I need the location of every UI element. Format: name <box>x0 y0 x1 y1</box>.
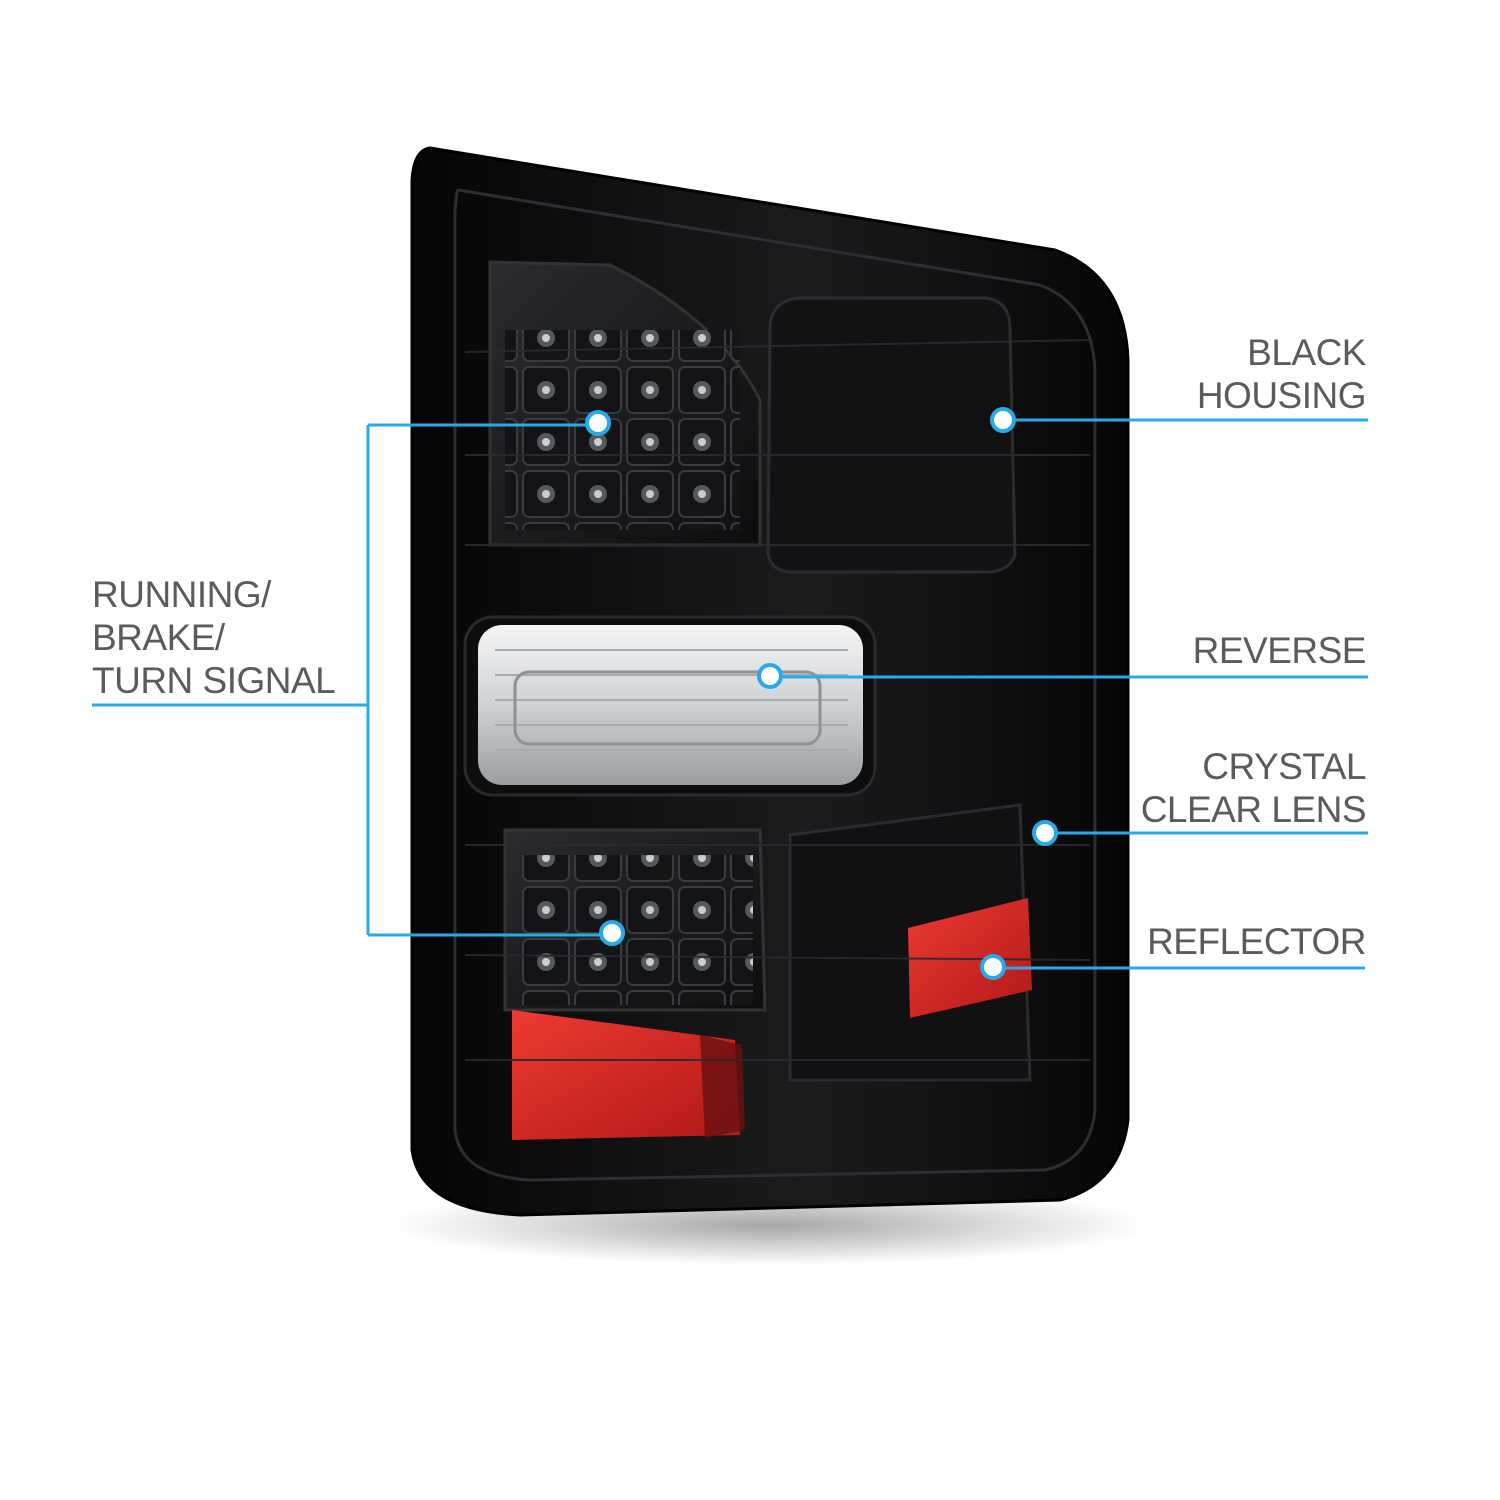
callout-dot-running-lower <box>599 920 625 946</box>
label-crystal-clear-lens: CRYSTAL CLEAR LENS <box>1140 745 1367 831</box>
label-line: BLACK <box>1247 332 1366 373</box>
callout-dot-running-upper <box>585 410 611 436</box>
label-line: BRAKE/ <box>92 617 225 658</box>
label-line: REFLECTOR <box>1147 921 1366 962</box>
callout-dot-reflector <box>980 954 1006 980</box>
reflector-small <box>908 898 1032 1018</box>
label-reflector: REFLECTOR <box>1147 920 1366 963</box>
label-line: CRYSTAL <box>1202 746 1366 787</box>
label-black-housing: BLACK HOUSING <box>1196 331 1367 417</box>
reflector-large <box>512 1010 740 1140</box>
leader-lines <box>92 418 1368 970</box>
callout-dot-reverse <box>757 663 783 689</box>
callout-dot-black-housing <box>990 407 1016 433</box>
callout-dot-crystal-clear-lens <box>1032 820 1058 846</box>
lower-led-array <box>518 855 753 1005</box>
label-line: HOUSING <box>1196 375 1367 416</box>
upper-led-array <box>505 330 740 530</box>
label-reverse: REVERSE <box>1192 629 1367 672</box>
label-line: TURN SIGNAL <box>92 660 336 701</box>
label-line: CLEAR LENS <box>1140 789 1367 830</box>
label-running-brake-turn-signal: RUNNING/ BRAKE/ TURN SIGNAL <box>92 573 336 702</box>
label-line: REVERSE <box>1192 630 1367 671</box>
label-line: RUNNING/ <box>92 574 271 615</box>
